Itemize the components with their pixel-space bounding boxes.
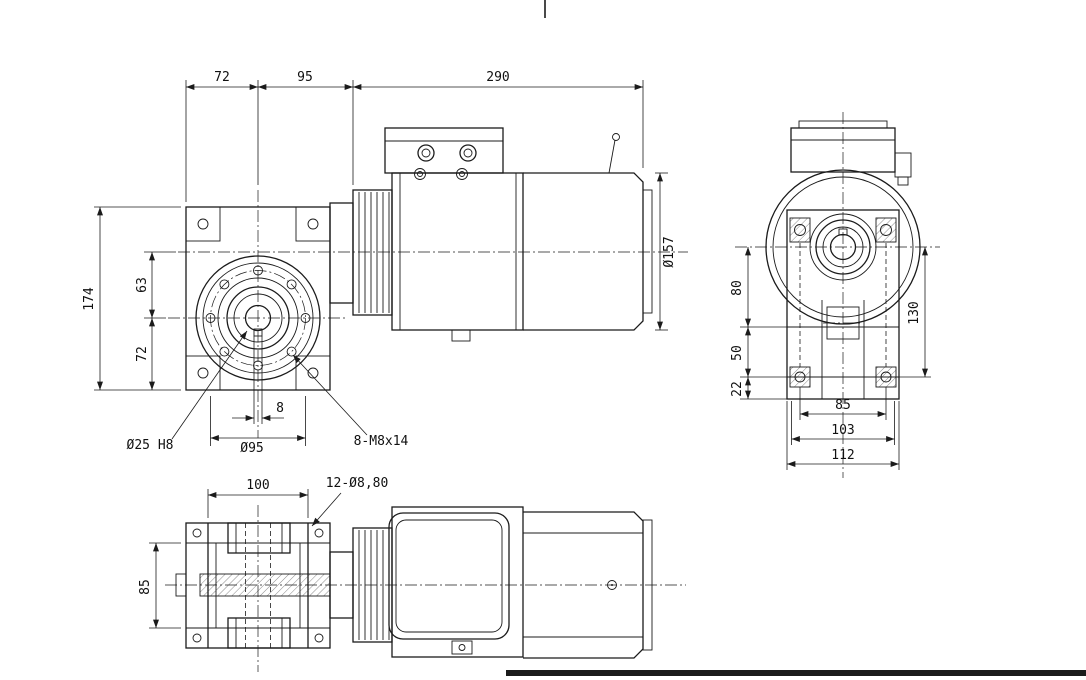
terminal-box-lid [388,512,510,640]
motor-end-cap [642,189,653,314]
dim-motor-length: 290 [486,70,509,85]
adjuster-screw [607,580,617,590]
hub-boss [227,522,291,554]
dim-center-to-hole1: 80 [730,280,745,296]
drain-plug [451,329,471,342]
motor-rear-housing [523,172,644,331]
dim-overall-height: 174 [82,287,97,311]
top-gearbox [165,505,686,672]
front-dimensions: 72 95 290 174 63 72 Ø157 8 [82,70,677,456]
label-flange-taps: 8-M8x14 [354,434,409,449]
side-dimensions: 80 50 22 130 85 103 112 [730,247,931,470]
dim-flange-diameter: 100 [246,478,269,493]
dim-hole1-to-hole2: 50 [730,345,745,361]
top-dimensions: 100 12-Ø8,80 85 [138,476,389,629]
dim-motor-diameter: Ø157 [662,236,677,267]
mount-hole [192,633,202,643]
dim-bolt-circle: Ø95 [240,441,263,456]
plug [414,168,426,180]
dim-center-to-base: 72 [135,346,150,362]
dim-mid-width: 103 [831,423,854,438]
terminal-box [384,127,504,174]
mount-hole [314,528,324,538]
motor-end-cap [642,519,653,651]
dim-center-to-bottom: 130 [907,301,922,324]
mount-hole [314,633,324,643]
sheet-frame-marks [506,0,1086,676]
top-motor [329,506,653,659]
corner-hole [197,218,209,230]
dim-overall-width: 112 [831,448,854,463]
input-adapter [329,202,354,304]
side-view: 80 50 22 130 85 103 112 [730,112,940,478]
motor-body [391,506,524,658]
title-block-edge [506,670,1086,676]
front-motor [178,127,688,342]
dim-gearbox-to-center: 72 [214,70,230,85]
cable-gland [451,640,473,655]
dim-hole2-to-base: 22 [730,381,745,397]
dim-keyway-width: 8 [276,401,284,416]
hub-boss [227,617,291,649]
dim-center-to-motor: 95 [297,70,313,85]
top-view: 100 12-Ø8,80 85 [138,476,686,672]
connector [894,152,912,178]
brake-lever [608,139,616,174]
label-mount-holes: 12-Ø8,80 [326,476,389,491]
corner-hole [307,367,319,379]
dim-body-depth: 85 [138,579,153,595]
cable-gland [417,144,435,162]
motor-body [391,172,524,331]
corner-hole [307,218,319,230]
corner-hole [197,367,209,379]
mount-hole [192,528,202,538]
label-output-bore: Ø25 H8 [127,438,174,453]
mount-pad [789,217,811,243]
dim-holes-width: 85 [835,398,851,413]
front-gearbox [168,190,348,438]
front-view: 72 95 290 174 63 72 Ø157 8 [82,70,688,456]
plug [456,168,468,180]
dim-center-to-input: 63 [135,277,150,293]
mount-pad [875,217,897,243]
cable-gland [459,144,477,162]
